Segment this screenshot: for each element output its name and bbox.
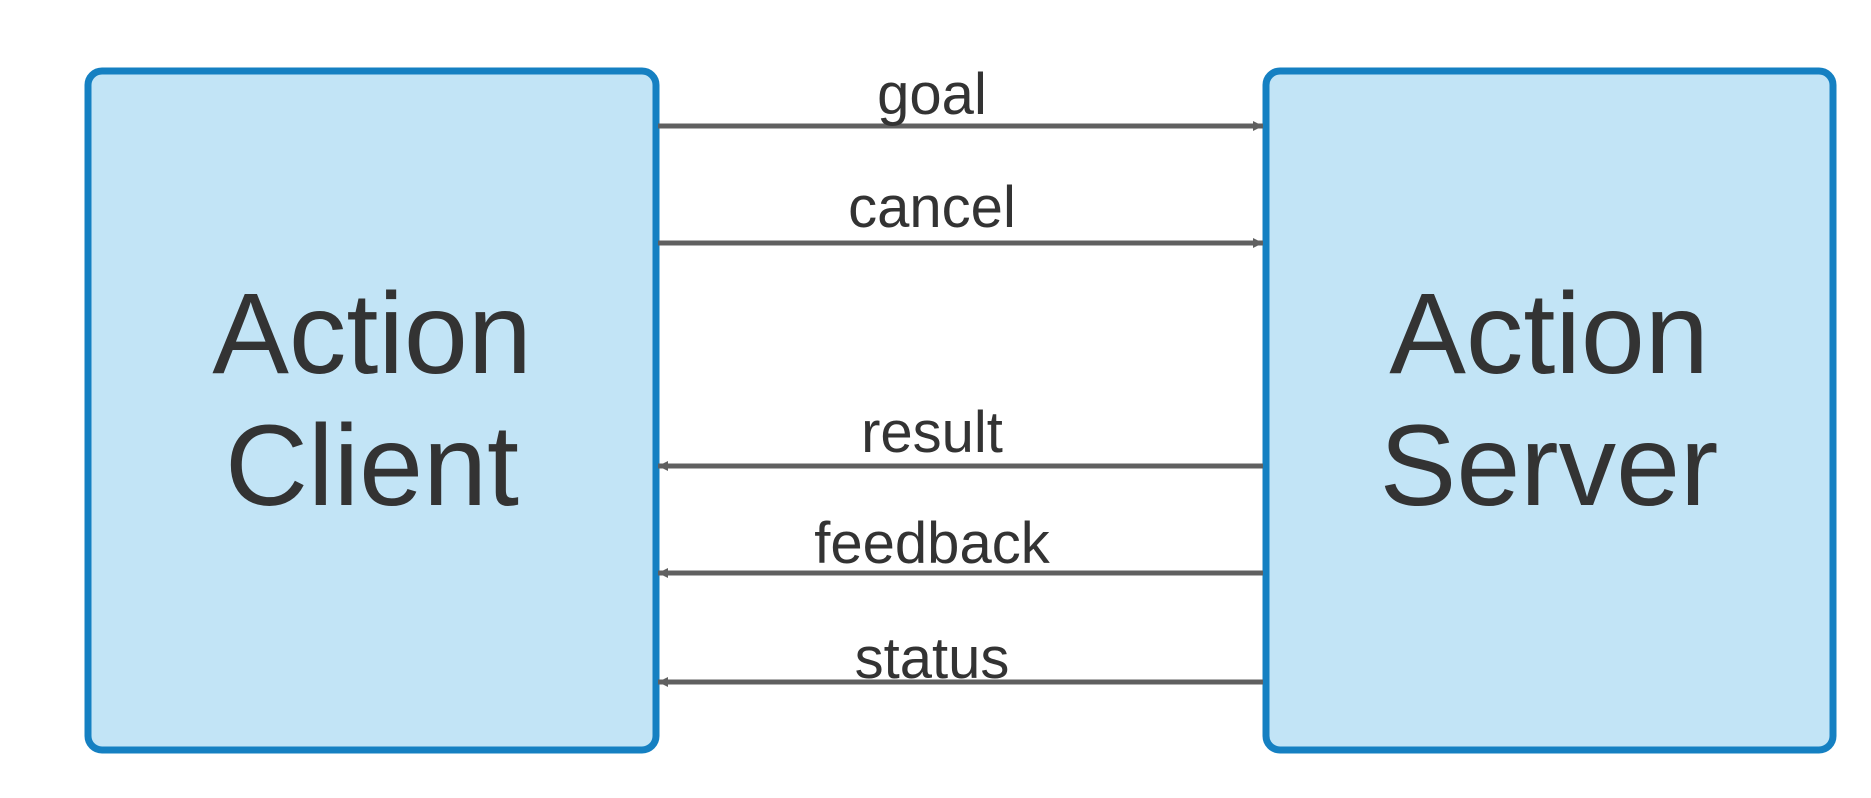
goal-message: goal (658, 62, 1263, 131)
feedback-message: feedback (658, 511, 1263, 578)
action-client-label-line1: Action (212, 270, 532, 398)
cancel-message: cancel (658, 175, 1263, 248)
action-server-label-line2: Server (1380, 402, 1719, 530)
status-label: status (855, 626, 1010, 691)
goal-label: goal (877, 62, 987, 127)
result-label: result (861, 400, 1003, 465)
cancel-label: cancel (848, 175, 1016, 240)
action-client-node: Action Client (84, 67, 660, 754)
result-message: result (658, 400, 1263, 471)
action-client-label-line2: Client (225, 402, 519, 530)
action-server-node: Action Server (1262, 67, 1837, 754)
action-server-box (1262, 67, 1837, 754)
action-server-label-line1: Action (1389, 270, 1709, 398)
feedback-label: feedback (814, 511, 1050, 576)
action-client-box (84, 67, 660, 754)
status-message: status (658, 626, 1263, 691)
